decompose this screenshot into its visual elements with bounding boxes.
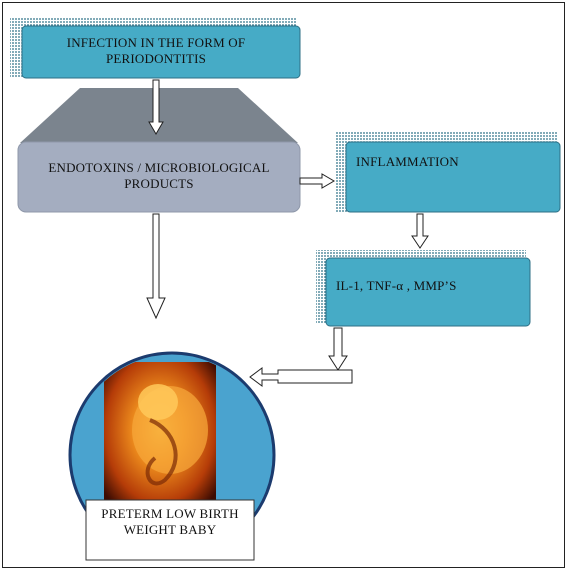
endotoxins-box	[17, 141, 301, 213]
mediators-box	[316, 250, 531, 327]
mediators-label: IL-1, TNF-α , MMP’S	[336, 278, 457, 293]
infection-label: INFECTION IN THE FORM OF PERIODONTITIS	[66, 35, 246, 66]
arrow-mediators-to-outcome	[249, 367, 353, 387]
arrow-inflammation-to-mediators	[411, 213, 429, 249]
outcome-box	[85, 499, 255, 561]
fetus-image	[104, 362, 216, 512]
figure-frame	[2, 2, 565, 568]
inflammation-box	[336, 132, 561, 213]
endotoxins-label: ENDOTOXINS / MICROBIOLOGICAL PRODUCTS	[48, 160, 270, 191]
arrow-infection-to-endotoxins	[148, 79, 164, 135]
outcome-label: PRETERM LOW BIRTH WEIGHT BABY	[101, 506, 239, 537]
arrow-endotoxins-to-inflammation	[299, 173, 335, 189]
arrows	[146, 79, 429, 387]
inflammation-label: INFLAMMATION	[356, 154, 459, 169]
infection-box	[10, 18, 301, 79]
arrow-endotoxins-to-outcome	[146, 213, 166, 320]
arrow-mediators-down	[328, 327, 348, 371]
